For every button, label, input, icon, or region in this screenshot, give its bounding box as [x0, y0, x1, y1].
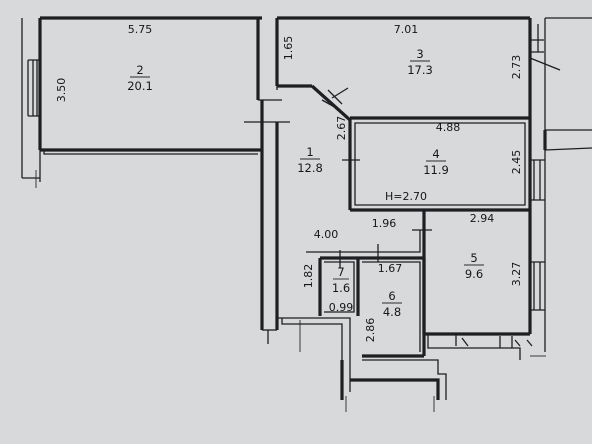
- room-5-walls: [422, 150, 546, 360]
- dim-room5-height: 3.27: [510, 262, 523, 287]
- dim-room2-width: 5.75: [128, 23, 153, 36]
- room-2-walls: [21, 16, 262, 188]
- room-4-number: 4: [432, 147, 439, 161]
- dim-room7-height: 1.82: [302, 264, 315, 289]
- dim-room7-width: 0.99: [329, 301, 354, 314]
- room-2-number: 2: [136, 63, 143, 77]
- room-7-number: 7: [337, 265, 344, 279]
- dim-room2-height: 3.50: [55, 78, 68, 103]
- room-3-number: 3: [416, 47, 423, 61]
- dim-room4-height: 2.45: [510, 150, 523, 175]
- room-7-walls: [318, 250, 360, 316]
- dim-room6-height: 2.86: [364, 318, 377, 343]
- room-7-area: 1.6: [332, 281, 350, 295]
- room-1-walls: [260, 84, 352, 360]
- dim-room5-width: 2.94: [470, 212, 495, 225]
- dim-hall-width: 4.00: [314, 228, 339, 241]
- dim-room3-left: 1.65: [282, 36, 295, 61]
- room-6-number: 6: [388, 289, 395, 303]
- dim-diag-wall: 2.67: [335, 116, 348, 141]
- dim-room4-width: 4.88: [436, 121, 461, 134]
- room-2-area: 20.1: [127, 79, 153, 93]
- dim-corr-a: 1.96: [372, 217, 397, 230]
- entry-walls: [340, 359, 447, 412]
- dim-room6-width: 1.67: [378, 262, 403, 275]
- room-1-number: 1: [306, 145, 313, 159]
- dim-room3-right: 2.73: [510, 55, 523, 80]
- room-1-area: 12.8: [297, 161, 323, 175]
- room-3-area: 17.3: [407, 63, 433, 77]
- labels: 5.75 3.50 2 20.1 7.01 1.65 2.73 3 17.3 2…: [55, 23, 523, 342]
- room-4-area: 11.9: [423, 163, 449, 177]
- ceiling-height: H=2.70: [385, 190, 427, 203]
- room-5-number: 5: [470, 251, 477, 265]
- room-4-walls: [342, 116, 545, 212]
- dim-room3-width: 7.01: [394, 23, 419, 36]
- room-6-area: 4.8: [383, 305, 401, 319]
- room-5-area: 9.6: [465, 267, 483, 281]
